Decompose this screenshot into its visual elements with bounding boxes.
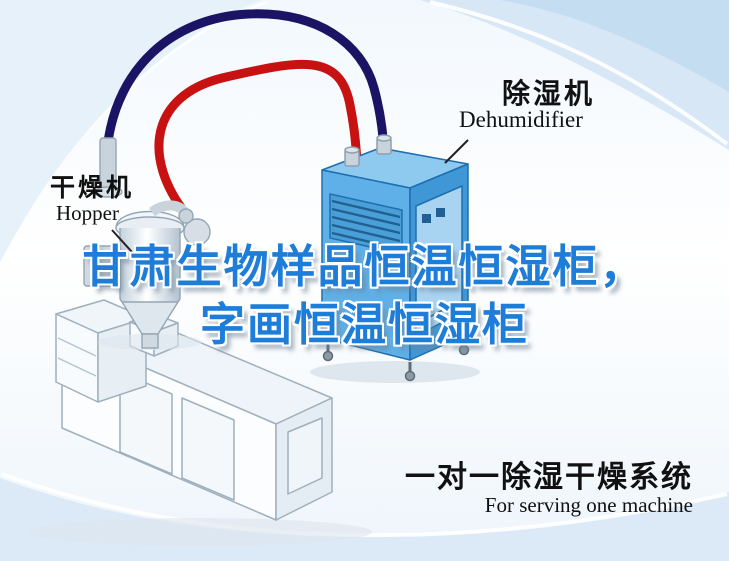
dehumidifier-label-en: Dehumidifier — [459, 107, 583, 132]
hopper-label-en: Hopper — [56, 201, 119, 225]
caption-cn: 一对一除湿干燥系统 — [405, 461, 693, 494]
headline-line1: 甘肃生物样品恒温恒湿柜， — [82, 241, 647, 292]
red-pipe — [154, 59, 362, 219]
label-leader-lines — [111, 139, 469, 253]
hopper-machine — [83, 137, 211, 350]
hopper-label-cn: 干燥机 — [50, 174, 135, 202]
dehumidifier-machine — [310, 134, 480, 383]
pipes — [103, 9, 389, 219]
headline-line2: 字画恒温恒湿柜 — [199, 299, 529, 350]
navy-pipe — [103, 9, 389, 157]
dehumidifier-label-cn: 除湿机 — [502, 78, 596, 109]
caption-en: For serving one machine — [484, 493, 693, 517]
